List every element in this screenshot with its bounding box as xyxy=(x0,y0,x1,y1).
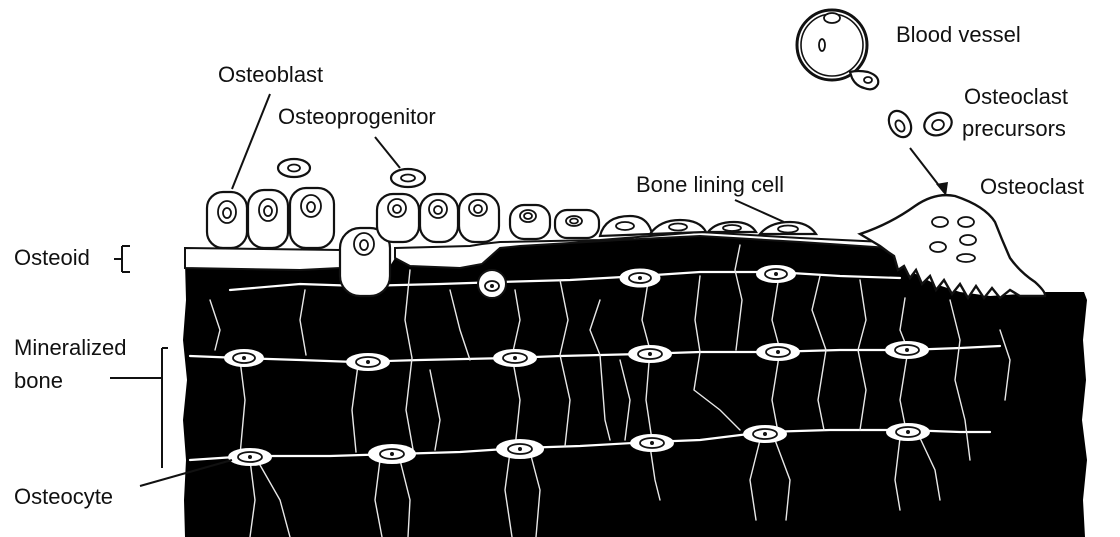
osteocyte-cell xyxy=(628,345,672,363)
osteocyte-cell xyxy=(496,439,544,459)
bone-lining-cell xyxy=(708,222,756,232)
label-osteoblast: Osteoblast xyxy=(218,62,323,87)
label-osteoclast-precursors-2: precursors xyxy=(962,116,1066,141)
label-osteoclast-precursors-1: Osteoclast xyxy=(964,84,1068,109)
osteocyte-cell xyxy=(478,270,506,298)
osteoblast-cell xyxy=(377,194,419,242)
osteoblast-cell xyxy=(459,194,499,242)
osteocyte-cell xyxy=(886,423,930,441)
osteocyte-cell xyxy=(228,448,272,466)
osteoprogenitor-cell xyxy=(391,169,425,187)
osteocyte-cell xyxy=(756,343,800,361)
osteocyte-cell xyxy=(368,444,416,464)
label-blood-vessel: Blood vessel xyxy=(896,22,1021,47)
osteocyte-cell xyxy=(620,269,660,287)
osteoprogenitor-cells xyxy=(278,159,425,187)
label-mineralized-bone-1: Mineralized xyxy=(14,335,127,360)
bone-lining-cell xyxy=(650,220,706,234)
osteocyte-cell xyxy=(224,349,264,367)
osteocyte-cell xyxy=(756,265,796,283)
osteocyte-cell xyxy=(630,434,674,452)
label-osteoclast: Osteoclast xyxy=(980,174,1084,199)
blood-vessel xyxy=(797,10,878,89)
osteoblast-cell xyxy=(248,190,288,248)
osteoblast-cell xyxy=(207,192,247,248)
osteoclast-precursors xyxy=(884,107,955,141)
label-osteocyte: Osteocyte xyxy=(14,484,113,509)
osteoblast-cell xyxy=(555,210,599,238)
label-bone-lining-cell: Bone lining cell xyxy=(636,172,784,197)
bone-lining-cell xyxy=(760,222,816,234)
osteoblast-cell xyxy=(290,188,334,248)
osteoclast-precursor-cell xyxy=(884,107,915,141)
osteoprogenitor-cell xyxy=(278,159,310,177)
label-mineralized-bone-2: bone xyxy=(14,368,63,393)
osteoblast-cell xyxy=(420,194,458,242)
osteocyte-cell xyxy=(885,341,929,359)
osteocyte-cell xyxy=(346,353,390,371)
osteoclast-precursor-cell xyxy=(921,109,955,139)
osteocyte-cell xyxy=(493,349,537,367)
label-osteoid: Osteoid xyxy=(14,245,90,270)
osteoblast-cell-flattening xyxy=(600,216,652,236)
osteocyte-cell xyxy=(743,425,787,443)
osteoblast-cell xyxy=(510,205,550,239)
label-osteoprogenitor: Osteoprogenitor xyxy=(278,104,436,129)
